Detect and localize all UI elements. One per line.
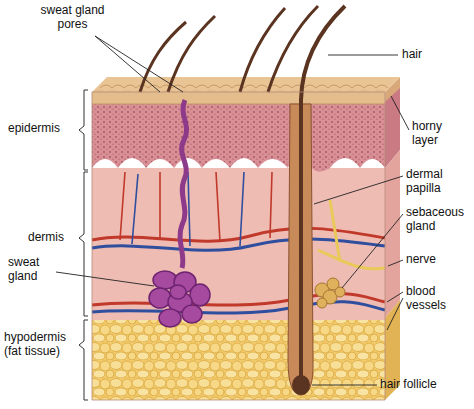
part-label: hair follicle — [380, 378, 468, 392]
part-label: nerve — [406, 253, 456, 267]
part-label: sebaceous gland — [406, 206, 470, 234]
part-label: sweat gland — [8, 256, 54, 284]
part-label: epidermis — [8, 122, 78, 136]
part-label: hypodermis (fat tissue) — [4, 331, 78, 359]
part-label: sweat gland pores — [30, 4, 115, 32]
part-label: horny layer — [412, 120, 458, 148]
part-label: dermal papilla — [406, 168, 454, 196]
part-label: hair — [402, 48, 442, 62]
part-label: dermis — [28, 231, 80, 245]
part-label: blood vessels — [406, 285, 458, 313]
